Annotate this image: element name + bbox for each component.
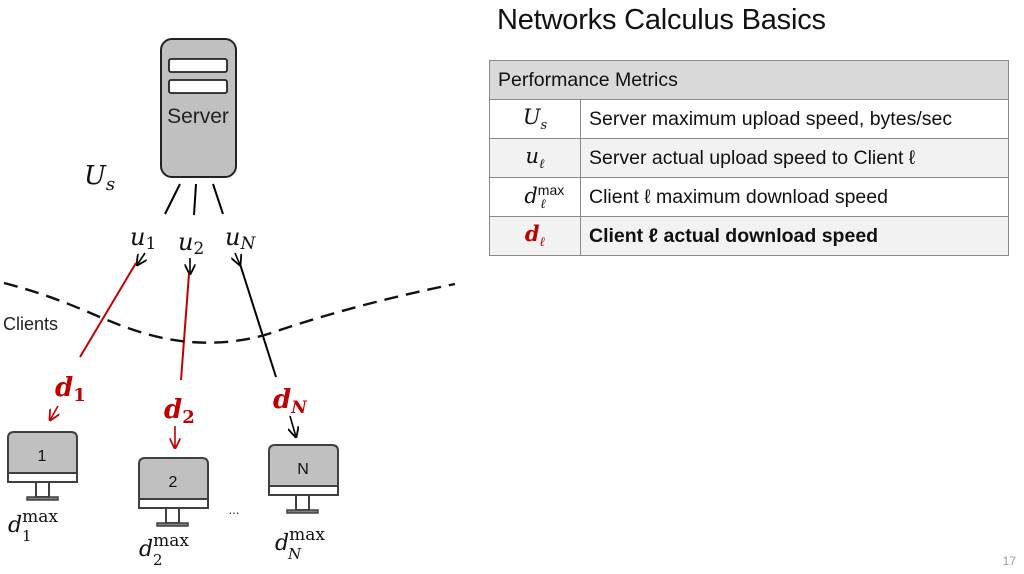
page-number: 17 [1002,554,1016,568]
download-label-n: dN [273,385,308,418]
client-monitor-2-icon [138,457,209,527]
download-path-n [239,263,277,378]
metric-description: Server actual upload speed to Client ℓ [580,138,1009,178]
metric-symbol: Us [489,99,581,139]
server-capacity-label: Us [84,161,115,195]
performance-metrics-table: Performance Metrics Us Server maximum up… [489,60,1009,256]
client-max-sub-2: 2 [153,551,163,569]
download-label-2: d2 [164,395,195,428]
upload-label-2: u2 [178,228,204,259]
network-diagram: Server Us u1 u2 uN Clients d1 d2 dN 1 2 [3,38,456,569]
server-icon [160,38,237,178]
table-row: Us Server maximum upload speed, bytes/se… [489,99,1009,139]
client-max-sub-1: 1 [22,527,32,545]
clients-label: Clients [3,314,58,334]
network-boundary [3,281,456,344]
table-header-row: Performance Metrics [489,60,1009,100]
metric-symbol: dℓ [489,216,581,256]
metric-symbol: dmaxℓ [489,177,581,217]
download-path-1 [79,262,137,358]
slide-title: Networks Calculus Basics [497,4,826,36]
client-monitor-1-icon [7,431,78,501]
client-max-label-1: dmax [8,507,58,538]
download-label-1: d1 [55,373,86,406]
client-max-sub-n: N [287,545,302,563]
server-link-2 [193,183,197,216]
upload-label-n: uN [225,223,256,254]
table-row: dmaxℓ Client ℓ maximum download speed [489,177,1009,217]
client-label-1: 1 [38,448,47,465]
download-path-2 [180,273,190,381]
metric-description: Client ℓ actual download speed [580,216,1009,256]
ellipsis: ... [229,502,240,517]
server-link-1 [164,183,181,215]
metric-symbol: uℓ [489,138,581,178]
table-row: dℓ Client ℓ actual download speed [489,216,1009,256]
upload-arrow-1 [137,252,145,265]
server-link-n [212,183,224,215]
server-label: Server [167,105,229,128]
metric-description: Server maximum upload speed, bytes/sec [580,99,1009,139]
client-label-n: N [297,461,309,478]
client-label-2: 2 [169,474,178,491]
download-arrow-n [290,415,296,437]
table-row: uℓ Server actual upload speed to Client … [489,138,1009,178]
download-arrow-1 [50,405,58,420]
client-monitor-n-icon [268,444,339,514]
upload-label-1: u1 [130,223,156,254]
client-max-label-2: dmax [139,531,189,562]
table-header: Performance Metrics [489,60,1009,100]
client-max-label-n: dmax [275,525,325,556]
metric-description: Client ℓ maximum download speed [580,177,1009,217]
upload-arrow-n [235,252,240,265]
